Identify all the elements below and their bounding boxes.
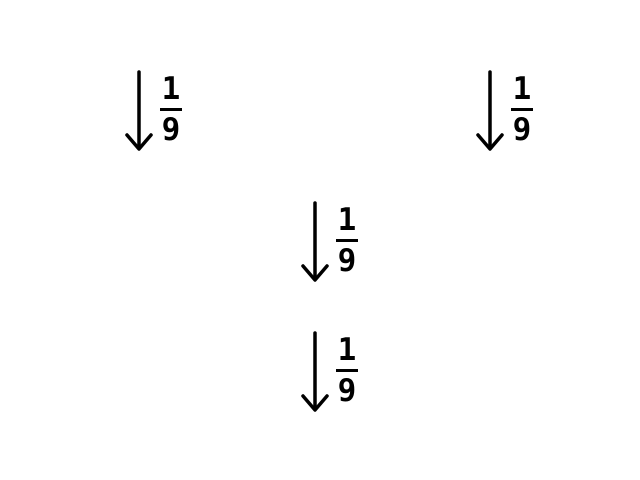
arrow-down-icon	[476, 70, 504, 151]
fraction-arrow-top-left: 1 9	[122, 70, 192, 154]
fraction-denominator: 9	[337, 373, 357, 409]
fraction-arrow-top-right: 1 9	[473, 70, 543, 154]
fraction: 1 9	[158, 74, 184, 146]
arrow-down-icon	[301, 331, 329, 412]
fraction-bar	[511, 108, 533, 111]
fraction-numerator: 1	[161, 71, 181, 107]
fraction-denominator: 9	[337, 243, 357, 279]
fraction-denominator: 9	[512, 112, 532, 148]
fraction-numerator: 1	[337, 202, 357, 238]
fraction-numerator: 1	[512, 71, 532, 107]
fraction-numerator: 1	[337, 332, 357, 368]
fraction-bar	[336, 369, 358, 372]
arrow-down-icon	[301, 201, 329, 282]
arrow-down-icon	[125, 70, 153, 151]
fraction-bar	[160, 108, 182, 111]
fraction-denominator: 9	[161, 112, 181, 148]
fraction-bar	[336, 239, 358, 242]
fraction: 1 9	[334, 205, 360, 277]
fraction-arrow-middle: 1 9	[298, 201, 368, 285]
fraction: 1 9	[334, 335, 360, 407]
fraction-arrow-bottom: 1 9	[298, 331, 368, 415]
fraction: 1 9	[509, 74, 535, 146]
